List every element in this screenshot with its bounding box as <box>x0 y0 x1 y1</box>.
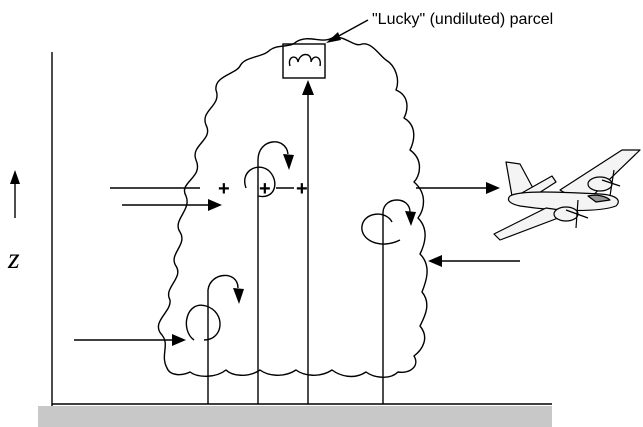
lower-left-inner-loop <box>185 304 221 341</box>
lucky-parcel-box <box>282 43 326 79</box>
plus-sign-1: + <box>218 178 230 200</box>
central-updraft-arrow <box>302 80 314 404</box>
plus-sign-3: + <box>296 178 308 200</box>
upper-left-inflow-arrow <box>122 199 222 211</box>
cloud-outline <box>157 36 428 378</box>
right-inflow-arrow <box>428 255 520 267</box>
right-inner-loop <box>361 213 401 245</box>
right-updraft-curl <box>382 199 411 404</box>
lower-left-curl-arrowhead <box>233 288 244 304</box>
right-curl-arrowhead <box>405 211 416 226</box>
right-outflow-arrow <box>416 182 500 194</box>
lower-left-curl <box>207 274 239 404</box>
upper-inner-loop <box>244 166 276 198</box>
plus-sign-2: + <box>259 178 271 200</box>
ground-surface <box>38 406 552 427</box>
lucky-parcel-curl <box>288 53 321 67</box>
lower-entrainment-arrow <box>74 334 186 346</box>
upper-curl-arrowhead <box>283 154 294 170</box>
upper-updraft-curl <box>257 141 289 404</box>
z-axis-arrow <box>10 170 20 218</box>
z-axis-label: z <box>7 242 20 275</box>
callout-arrow <box>326 19 369 43</box>
airplane-illustration <box>493 149 641 241</box>
lucky-parcel-callout: "Lucky" (undiluted) parcel <box>372 11 553 28</box>
